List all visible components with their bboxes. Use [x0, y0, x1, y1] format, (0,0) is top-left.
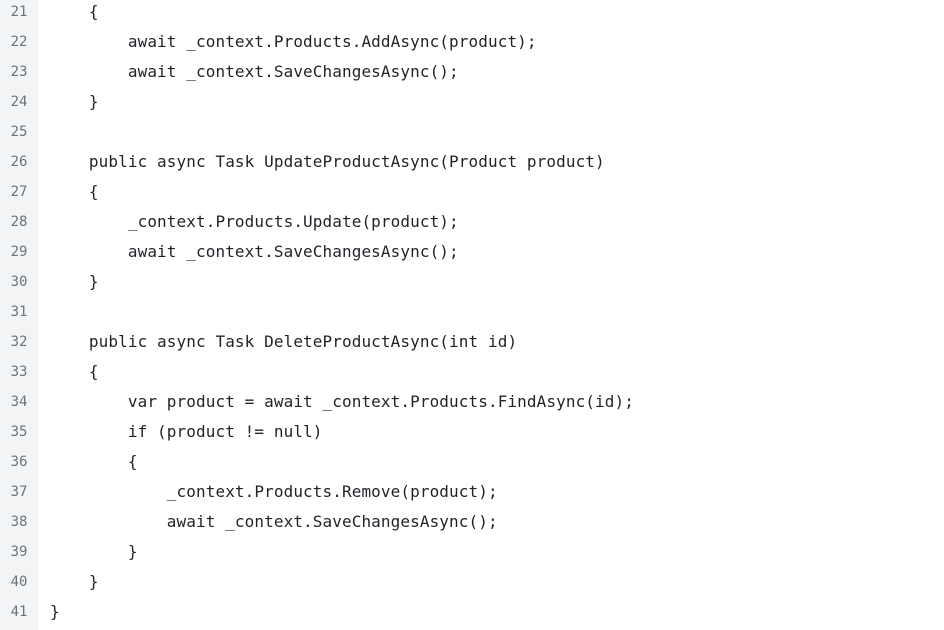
line-text[interactable]: var product = await _context.Products.Fi… [50, 392, 634, 411]
line-text[interactable]: _context.Products.Remove(product); [50, 482, 498, 501]
code-line: 31 [0, 297, 944, 327]
line-number: 41 [0, 597, 38, 627]
line-text[interactable]: } [50, 542, 138, 561]
line-number: 21 [0, 0, 38, 27]
code-line: 23 await _context.SaveChangesAsync(); [0, 57, 944, 87]
line-text[interactable]: public async Task DeleteProductAsync(int… [50, 332, 518, 351]
line-text[interactable]: } [50, 92, 99, 111]
line-text[interactable]: { [50, 2, 99, 21]
line-number: 33 [0, 357, 38, 387]
code-line: 35 if (product != null) [0, 417, 944, 447]
code-line: 25 [0, 117, 944, 147]
line-number: 38 [0, 507, 38, 537]
line-text[interactable]: } [50, 572, 99, 591]
line-number: 32 [0, 327, 38, 357]
line-number: 25 [0, 117, 38, 147]
line-text[interactable]: } [50, 602, 60, 621]
line-text[interactable]: await _context.SaveChangesAsync(); [50, 62, 459, 81]
code-line: 30 } [0, 267, 944, 297]
line-text[interactable]: { [50, 182, 99, 201]
code-line: 39 } [0, 537, 944, 567]
line-text[interactable] [38, 297, 50, 327]
line-text[interactable]: await _context.SaveChangesAsync(); [50, 512, 498, 531]
code-line: 28 _context.Products.Update(product); [0, 207, 944, 237]
line-number: 37 [0, 477, 38, 507]
line-text[interactable]: } [50, 272, 99, 291]
code-line: 26 public async Task UpdateProductAsync(… [0, 147, 944, 177]
line-number: 22 [0, 27, 38, 57]
line-text[interactable]: await _context.Products.AddAsync(product… [50, 32, 537, 51]
line-number: 35 [0, 417, 38, 447]
line-number: 24 [0, 87, 38, 117]
code-line: 22 await _context.Products.AddAsync(prod… [0, 27, 944, 57]
line-number: 34 [0, 387, 38, 417]
line-text[interactable]: { [50, 362, 99, 381]
code-line: 40 } [0, 567, 944, 597]
line-text[interactable]: public async Task UpdateProductAsync(Pro… [50, 152, 605, 171]
code-line: 34 var product = await _context.Products… [0, 387, 944, 417]
line-text[interactable]: if (product != null) [50, 422, 323, 441]
line-number: 27 [0, 177, 38, 207]
code-line: 32 public async Task DeleteProductAsync(… [0, 327, 944, 357]
line-number: 40 [0, 567, 38, 597]
line-text[interactable] [38, 117, 50, 147]
code-line: 29 await _context.SaveChangesAsync(); [0, 237, 944, 267]
line-number: 23 [0, 57, 38, 87]
line-number: 26 [0, 147, 38, 177]
code-line: 33 { [0, 357, 944, 387]
line-number: 39 [0, 537, 38, 567]
code-line: 37 _context.Products.Remove(product); [0, 477, 944, 507]
line-number: 29 [0, 237, 38, 267]
line-number: 30 [0, 267, 38, 297]
code-line: 41 } [0, 597, 944, 627]
code-line: 38 await _context.SaveChangesAsync(); [0, 507, 944, 537]
code-line: 21 { [0, 0, 944, 27]
line-text[interactable]: await _context.SaveChangesAsync(); [50, 242, 459, 261]
line-number: 36 [0, 447, 38, 477]
line-number: 28 [0, 207, 38, 237]
code-line: 36 { [0, 447, 944, 477]
line-text[interactable]: _context.Products.Update(product); [50, 212, 459, 231]
line-number: 31 [0, 297, 38, 327]
code-line: 24 } [0, 87, 944, 117]
code-line: 27 { [0, 177, 944, 207]
line-text[interactable]: { [50, 452, 138, 471]
